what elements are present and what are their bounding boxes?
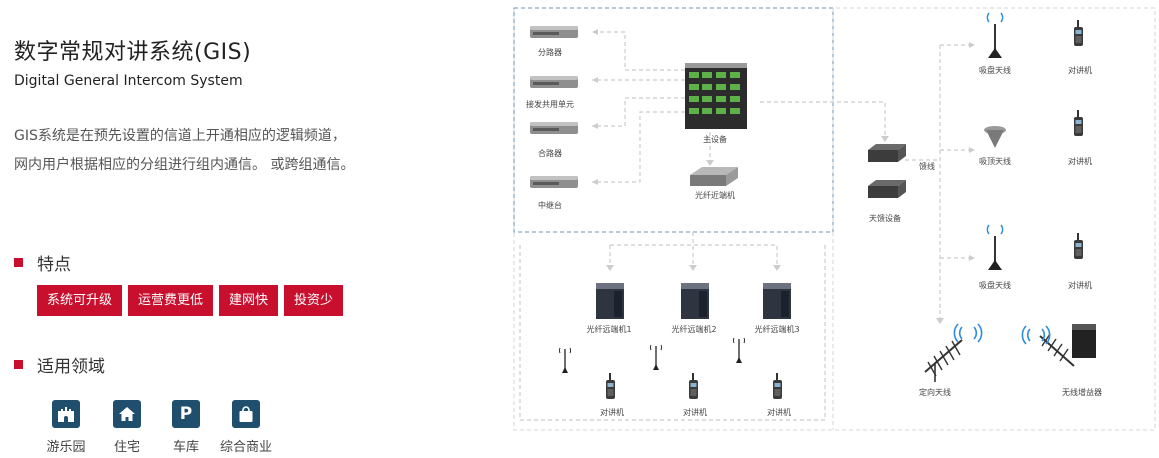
feature-tag: 投资少 xyxy=(284,285,344,316)
radio-device xyxy=(606,373,615,399)
combiner-label: 合路器 xyxy=(538,149,562,158)
duplexer-device xyxy=(530,76,578,88)
radio-device xyxy=(773,373,782,399)
page-subtitle: Digital General Intercom System xyxy=(14,73,243,89)
main-device-label: 主设备 xyxy=(703,135,727,144)
wireless-booster-label: 无线增益器 xyxy=(1062,388,1102,397)
application-label: 综合商业 xyxy=(219,440,272,455)
radio-label: 对讲机 xyxy=(1068,157,1092,166)
radio-label: 对讲机 xyxy=(1068,66,1092,75)
wireless-booster xyxy=(1021,324,1096,367)
combiner-device xyxy=(530,122,578,134)
radio-device xyxy=(1074,110,1083,136)
description-line-1: GIS系统是在预先设置的信道上开通相应的逻辑频道， xyxy=(14,128,346,144)
connection-lines xyxy=(519,31,975,421)
features-heading-label: 特点 xyxy=(37,255,71,275)
mast-antenna xyxy=(558,347,572,374)
bullet-square-icon xyxy=(14,258,23,267)
feeder-device xyxy=(868,144,906,198)
application-item-amusement-park: 游乐园 xyxy=(26,400,106,455)
features-heading: 特点 xyxy=(14,250,71,275)
remote-unit-2 xyxy=(681,283,709,319)
duplexer-label: 接发共用单元 xyxy=(526,100,574,109)
remote-unit-3 xyxy=(763,283,791,319)
home-icon xyxy=(113,400,141,428)
bullet-square-icon xyxy=(14,360,23,369)
shopping-bag-icon xyxy=(232,400,260,428)
directional-antenna-label: 定向天线 xyxy=(919,388,951,397)
feature-tag: 运营费更低 xyxy=(128,285,214,316)
feeder-line-label: 馈线 xyxy=(919,162,935,171)
splitter-label: 分路器 xyxy=(538,48,562,57)
application-item-residence: 住宅 xyxy=(87,400,167,455)
main-device xyxy=(685,63,747,129)
ceiling-antenna-label: 吸顶天线 xyxy=(979,157,1011,166)
remote-unit-1-label: 光纤远端机1 xyxy=(586,325,632,334)
radio-device xyxy=(1074,233,1083,259)
description: GIS系统是在预先设置的信道上开通相应的逻辑频道， 网内用户根据相应的分组进行组… xyxy=(14,122,434,180)
feature-tags: 系统可升级 运营费更低 建网快 投资少 xyxy=(37,285,344,316)
suction-antenna-label: 吸盘天线 xyxy=(979,281,1011,290)
castle-icon xyxy=(52,400,80,428)
applications-heading-label: 适用领域 xyxy=(37,357,105,377)
feeder-device-label: 天馈设备 xyxy=(869,214,901,223)
repeater-label: 中继台 xyxy=(538,201,562,210)
application-label: 车库 xyxy=(172,440,199,455)
main-room-frame xyxy=(513,7,834,233)
suction-antenna-2 xyxy=(986,224,1004,270)
parking-icon: P xyxy=(172,400,200,428)
radio-label: 对讲机 xyxy=(1068,281,1092,290)
outer-frame xyxy=(513,7,1156,431)
remote-unit-3-label: 光纤远端机3 xyxy=(754,325,800,334)
applications-heading: 适用领域 xyxy=(14,352,105,377)
ceiling-antenna xyxy=(984,126,1006,148)
radio-device xyxy=(689,373,698,399)
feature-tag: 系统可升级 xyxy=(37,285,123,316)
optical-near-device xyxy=(690,167,738,186)
suction-antenna-1 xyxy=(986,12,1004,58)
page-title: 数字常规对讲系统(GIS) xyxy=(14,40,252,65)
application-label: 游乐园 xyxy=(46,440,86,455)
remote-unit-2-label: 光纤远端机2 xyxy=(671,325,717,334)
application-label: 住宅 xyxy=(113,440,140,455)
repeater-device xyxy=(530,176,578,188)
radio-label: 对讲机 xyxy=(600,408,624,417)
splitter-device xyxy=(530,26,578,38)
optical-near-label: 光纤近端机 xyxy=(695,191,735,200)
radio-label: 对讲机 xyxy=(683,408,707,417)
description-line-2: 网内用户根据相应的分组进行组内通信。 或跨组通信。 xyxy=(14,157,355,173)
application-item-garage: P 车库 xyxy=(146,400,226,455)
mast-antenna xyxy=(649,344,663,371)
directional-antenna xyxy=(924,323,983,382)
radio-device xyxy=(1074,20,1083,46)
suction-antenna-label: 吸盘天线 xyxy=(979,66,1011,75)
feature-tag: 建网快 xyxy=(219,285,279,316)
radio-label: 对讲机 xyxy=(767,408,791,417)
remote-unit-1 xyxy=(596,283,624,319)
application-item-commercial: 综合商业 xyxy=(206,400,286,455)
arrowheads xyxy=(592,29,975,324)
mast-antenna xyxy=(732,337,746,364)
